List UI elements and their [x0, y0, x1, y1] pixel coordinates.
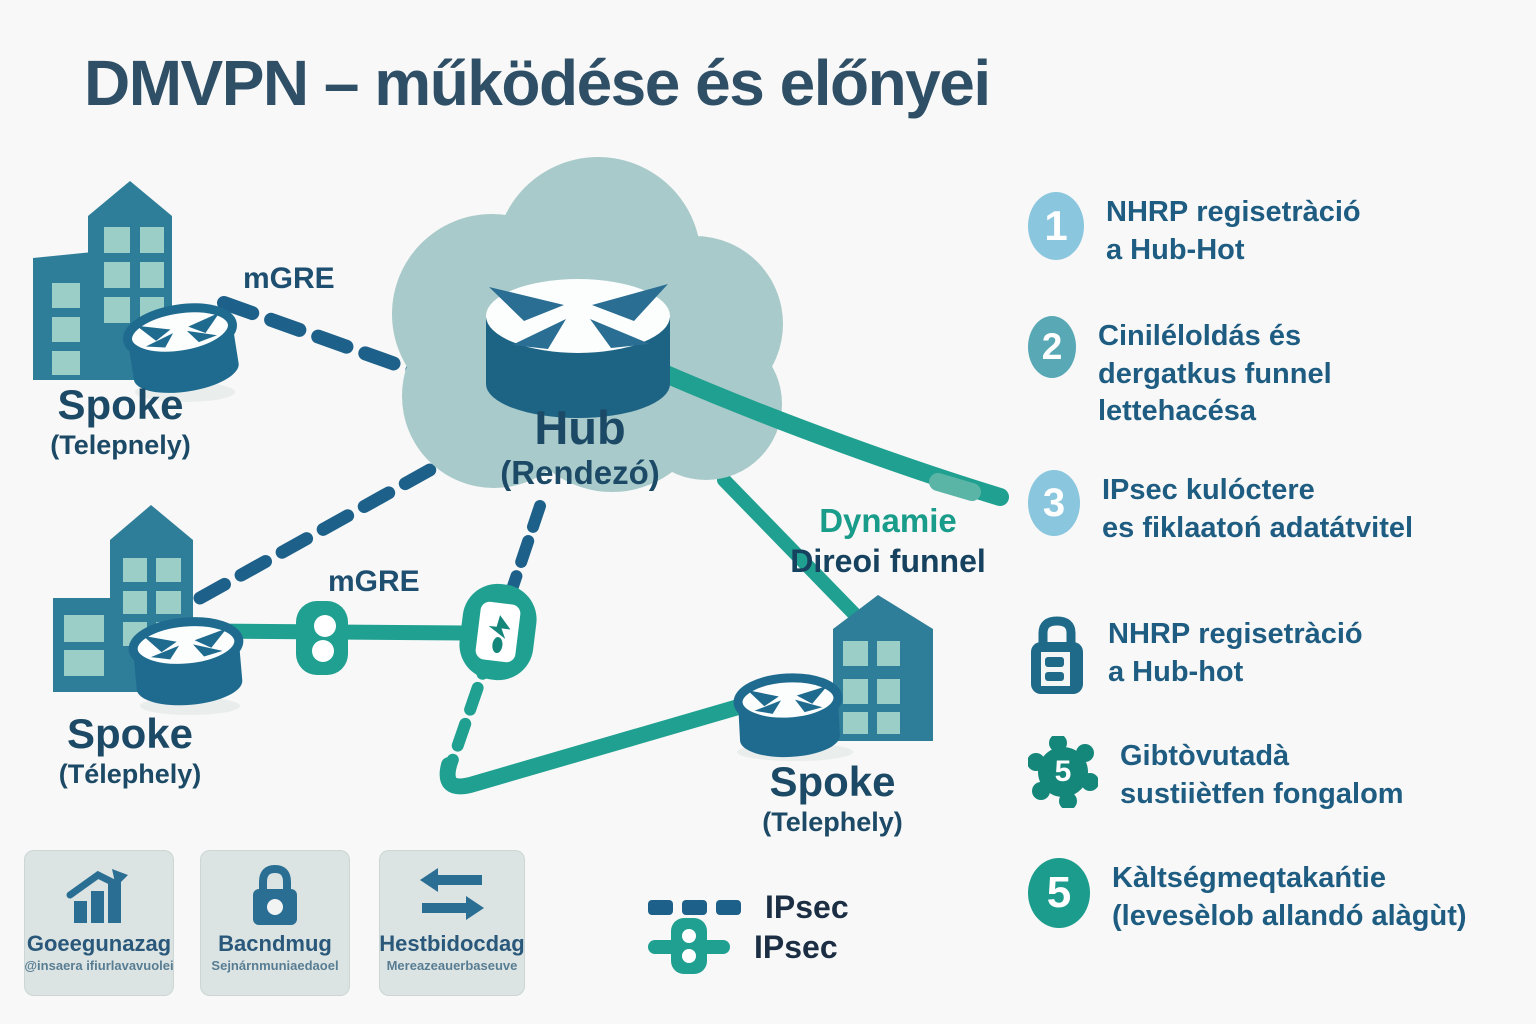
- benefit-item-3: 3 IPsec kulóctere es fiklaatoń adatátvit…: [1028, 470, 1498, 547]
- page-title: DMVPN – működése és előnyei: [84, 47, 991, 119]
- benefit-text-6: Kàltségmeqtakańtie (levesèlob allandó al…: [1112, 862, 1467, 932]
- benefit-item-1: 1 NHRP regisetràció a Hub-Hot: [1028, 192, 1498, 269]
- hub-title: Hub: [534, 401, 626, 454]
- benefit-text-2: Ciniléloldás és dergatkus funnel letteha…: [1098, 320, 1332, 428]
- spoke3-label: Spoke (Telephely): [762, 758, 903, 838]
- benefit-item-2: 2 Ciniléloldás és dergatkus funnel lette…: [1028, 316, 1498, 431]
- step-badge-2: 2: [1028, 316, 1076, 378]
- spoke2-router-icon: [128, 617, 244, 706]
- benefit-item-5: 5 Gibtòvutadà sustiiètfen fongalom: [1027, 734, 1498, 813]
- card-growth-subtitle: @insaera ifiurlavavuolei: [24, 958, 174, 974]
- dynamic-tunnel-label: Dynamie Direoi funnel: [790, 502, 986, 580]
- legend-lock-row: IPsec: [648, 918, 838, 976]
- dashed-line-swatch: [648, 878, 741, 936]
- step-badge-5: 5: [1028, 858, 1090, 928]
- transfer-arrows-icon: [418, 858, 486, 932]
- gear-badge-icon: 5: [1027, 734, 1099, 813]
- step-badge-1: 1: [1028, 192, 1084, 260]
- spoke3-building: [833, 595, 933, 741]
- hub-label: Hub (Rendezó): [480, 403, 680, 491]
- mgre-label-bottom: mGRE: [328, 565, 420, 598]
- link-spoke2-hub-dashed: [193, 435, 487, 605]
- card-transfer-title: Hestbidocdag: [379, 931, 525, 956]
- step-badge-3: 3: [1028, 470, 1080, 536]
- link-vertex-spoke3-teal: [439, 684, 798, 795]
- card-transfer-subtitle: Mereazeauerbaseuve: [386, 958, 518, 974]
- spoke1-router-icon: [123, 303, 239, 393]
- card-transfer: Hestbidocdag Mereazeauerbaseuve: [379, 850, 525, 996]
- benefit-text-1: NHRP regisetràció a Hub-Hot: [1106, 196, 1361, 266]
- benefit-item-4: NHRP regisetràció a Hub-hot: [1028, 614, 1498, 701]
- bar-chart-growth-icon: [66, 858, 132, 932]
- benefit-text-5: Gibtòvutadà sustiiètfen fongalom: [1120, 740, 1404, 810]
- spoke3-router-icon: [733, 673, 843, 758]
- gear-number: 5: [1054, 755, 1072, 788]
- benefit-text-4: NHRP regisetràció a Hub-hot: [1108, 618, 1363, 688]
- spoke2-label: Spoke (Télephely): [58, 710, 202, 790]
- lock-badge-icon: [1028, 614, 1086, 701]
- card-growth-title: Goeegunazag: [26, 931, 172, 956]
- mgre-label-top: mGRE: [243, 262, 335, 295]
- spoke1-label: Spoke (Telepnely): [50, 381, 191, 461]
- benefit-item-6: 5 Kàltségmeqtakańtie (levesèlob allandó …: [1028, 858, 1498, 935]
- hub-router-icon: [486, 279, 670, 418]
- lock-line-swatch: [648, 918, 730, 976]
- link-hub-dynamic-highlight: [929, 473, 981, 501]
- padlock-icon: [247, 858, 303, 932]
- lightning-junction-icon: [459, 583, 537, 681]
- card-security: Bacndmug Sejnárnmuniaedaoel: [200, 850, 350, 996]
- link-hub-spoke3-teal: [717, 473, 873, 633]
- benefit-text-3: IPsec kulóctere es fiklaatoń adatátvitel: [1102, 474, 1414, 544]
- card-growth: Goeegunazag @insaera ifiurlavavuolei: [24, 850, 174, 996]
- legend-dashed-row: IPsec: [648, 878, 849, 936]
- hub-subtitle: (Rendezó): [500, 454, 660, 492]
- lock-on-link-icon: [296, 601, 348, 675]
- card-security-title: Bacndmug: [218, 931, 332, 956]
- legend-dashed-label: IPsec: [765, 888, 849, 925]
- legend-lock-label: IPsec: [754, 928, 838, 965]
- card-security-subtitle: Sejnárnmuniaedaoel: [211, 958, 339, 974]
